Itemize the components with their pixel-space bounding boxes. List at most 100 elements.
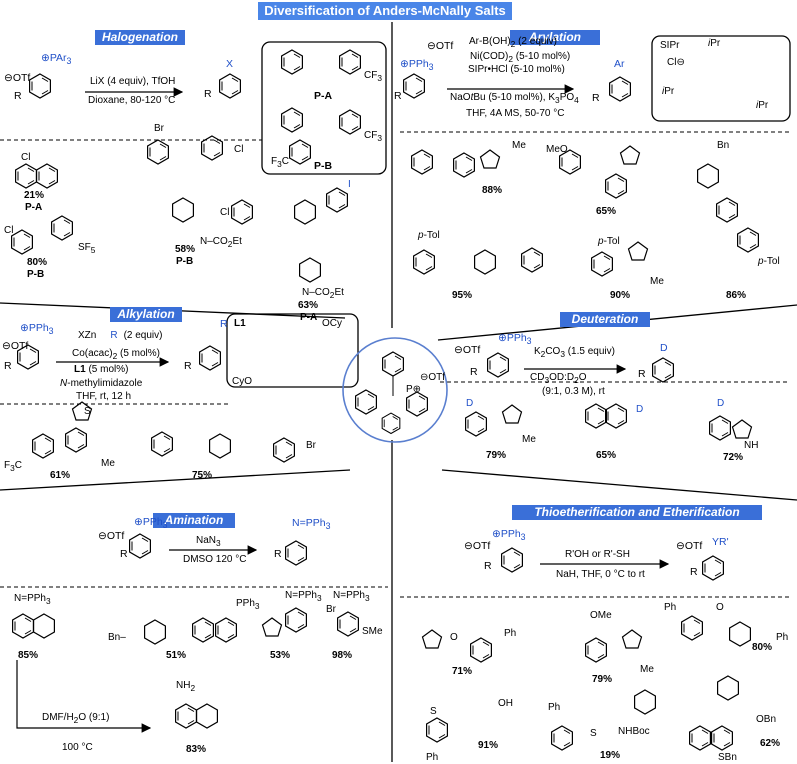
ph-label: Ph (426, 752, 439, 763)
tag-pa: P-A (25, 202, 43, 213)
thioether-cond-1: R'OH or R'-SH (565, 549, 630, 560)
ptol-label: p-Tol (418, 230, 440, 241)
ome-label: OMe (590, 610, 612, 621)
r-label: R (274, 548, 282, 560)
me-label: Me (522, 434, 536, 445)
yield-88: 88% (482, 185, 503, 196)
meo-label: MeO (546, 144, 568, 155)
alkylation-cond-3: L1 (5 mol%) (74, 364, 129, 375)
yield-86: 86% (726, 290, 747, 301)
nh-label: NH (744, 440, 759, 451)
otf-label: ⊖OTf (676, 540, 703, 552)
center-salt-circle (342, 337, 448, 443)
yield-61: 61% (50, 470, 71, 481)
br-label: Br (154, 123, 164, 134)
nhboc-label: NHBoc (618, 726, 650, 737)
ipr-label: iPr (756, 100, 769, 111)
ar-label: Ar (614, 58, 625, 70)
pa-label: P-A (314, 90, 333, 102)
thioether-product-rings (421, 615, 752, 751)
br-label: Br (326, 604, 336, 615)
yield-53: 53% (270, 650, 291, 661)
l1-box (226, 313, 359, 388)
alkylation-cond-2: Co(acac)2 (5 mol%) (72, 348, 161, 361)
yield-98: 98% (332, 650, 353, 661)
section-deuteration: Deuteration (560, 312, 650, 327)
arylation-cond-5: THF, 4A MS, 50-70 °C (466, 108, 565, 119)
amination-cond-2: DMSO 120 °C (183, 554, 247, 565)
halogenation-cond-1: LiX (4 equiv), TfOH (90, 76, 176, 87)
r-label: R (484, 560, 492, 572)
o-label: O (716, 602, 724, 613)
iminophosphorane-label: N=PPh3 (285, 590, 322, 603)
ptol-label: p-Tol (598, 236, 620, 247)
r-label: R (470, 366, 478, 378)
yield-62: 62% (760, 738, 781, 749)
ph-label: Ph (776, 632, 789, 643)
r-label: R (204, 88, 212, 100)
phosphonium-label: ⊕PPh3 (134, 516, 168, 531)
cf3-label: CF3 (364, 130, 382, 143)
ph-label: Ph (664, 602, 677, 613)
deuteration-cond-2: CD3OD:D2O (530, 372, 587, 385)
arrow-hydrolysis (16, 660, 152, 733)
f3c-label: F3C (271, 156, 289, 169)
ptol-label: p-Tol (758, 256, 780, 267)
yield-65: 65% (596, 206, 617, 217)
d-label: D (466, 398, 474, 409)
o-label: O (450, 632, 458, 643)
d-label: D (717, 398, 725, 409)
thioether-cond-2: NaH, THF, 0 °C to rt (556, 569, 645, 580)
yield-65: 65% (596, 450, 617, 461)
amination-cond-1: NaN3 (196, 535, 221, 548)
pb-label: P-B (314, 160, 333, 172)
iminophosphorane-label: N=PPh3 (14, 593, 51, 606)
section-halogenation: Halogenation (95, 30, 185, 45)
obn-label: OBn (756, 714, 777, 725)
otf-label: ⊖OTf (454, 344, 481, 356)
r-label: R (394, 90, 402, 102)
cl-label: Cl (21, 152, 31, 163)
f3c-label: F3C (4, 460, 22, 473)
sbn-label: SBn (718, 752, 737, 763)
yield-91: 91% (478, 740, 499, 751)
alkylation-product-rings (31, 401, 295, 463)
amination-cond-4: 100 °C (62, 742, 93, 753)
r-label: R (14, 90, 22, 102)
halogenation-cond-2: Dioxane, 80-120 °C (88, 95, 176, 106)
nh2-label: NH2 (176, 680, 196, 693)
s-label: S (430, 706, 437, 717)
page-title: Diversification of Anders-McNally Salts (258, 2, 512, 20)
phosphonium-label: ⊕PAr3 (41, 52, 72, 67)
r-label: R (690, 566, 698, 578)
cl-label: Cl (220, 207, 230, 218)
phosphine-structures (281, 49, 361, 165)
ph-label: Ph (548, 702, 561, 713)
arylation-cond-4: NaOtBu (5-10 mol%), K3PO4 (450, 92, 579, 105)
center-p-label: P⊕ (406, 384, 422, 395)
section-amination: Amination (153, 513, 235, 528)
sipr-label: SIPr (660, 40, 680, 51)
otf-label: ⊖OTf (464, 540, 491, 552)
otf-label: ⊖OTf (427, 40, 454, 52)
phosphonium-label: ⊕PPh3 (400, 58, 434, 73)
tag-pb: P-B (27, 269, 45, 280)
deuteration-cond-3: (9:1, 0.3 M), rt (542, 386, 605, 397)
ph-label: Ph (504, 628, 517, 639)
yield-80: 80% (752, 642, 773, 653)
yield-90: 90% (610, 290, 631, 301)
l1-label: L1 (234, 318, 246, 329)
s-label: S (84, 406, 91, 417)
d-label: D (660, 342, 668, 354)
r-label: R (120, 548, 128, 560)
yield-79: 79% (592, 674, 613, 685)
yield-85: 85% (18, 650, 39, 661)
iminophosphorane-label: PPh3 (236, 598, 260, 611)
arylation-product-rings (411, 145, 760, 277)
iminophosphorane-label: N=PPh3 (333, 590, 370, 603)
me-label: Me (640, 664, 654, 675)
br-label: Br (306, 440, 316, 451)
phosphonium-label: ⊕PPh3 (20, 322, 54, 337)
yield-19: 19% (600, 750, 621, 761)
r-label: R (184, 360, 192, 372)
